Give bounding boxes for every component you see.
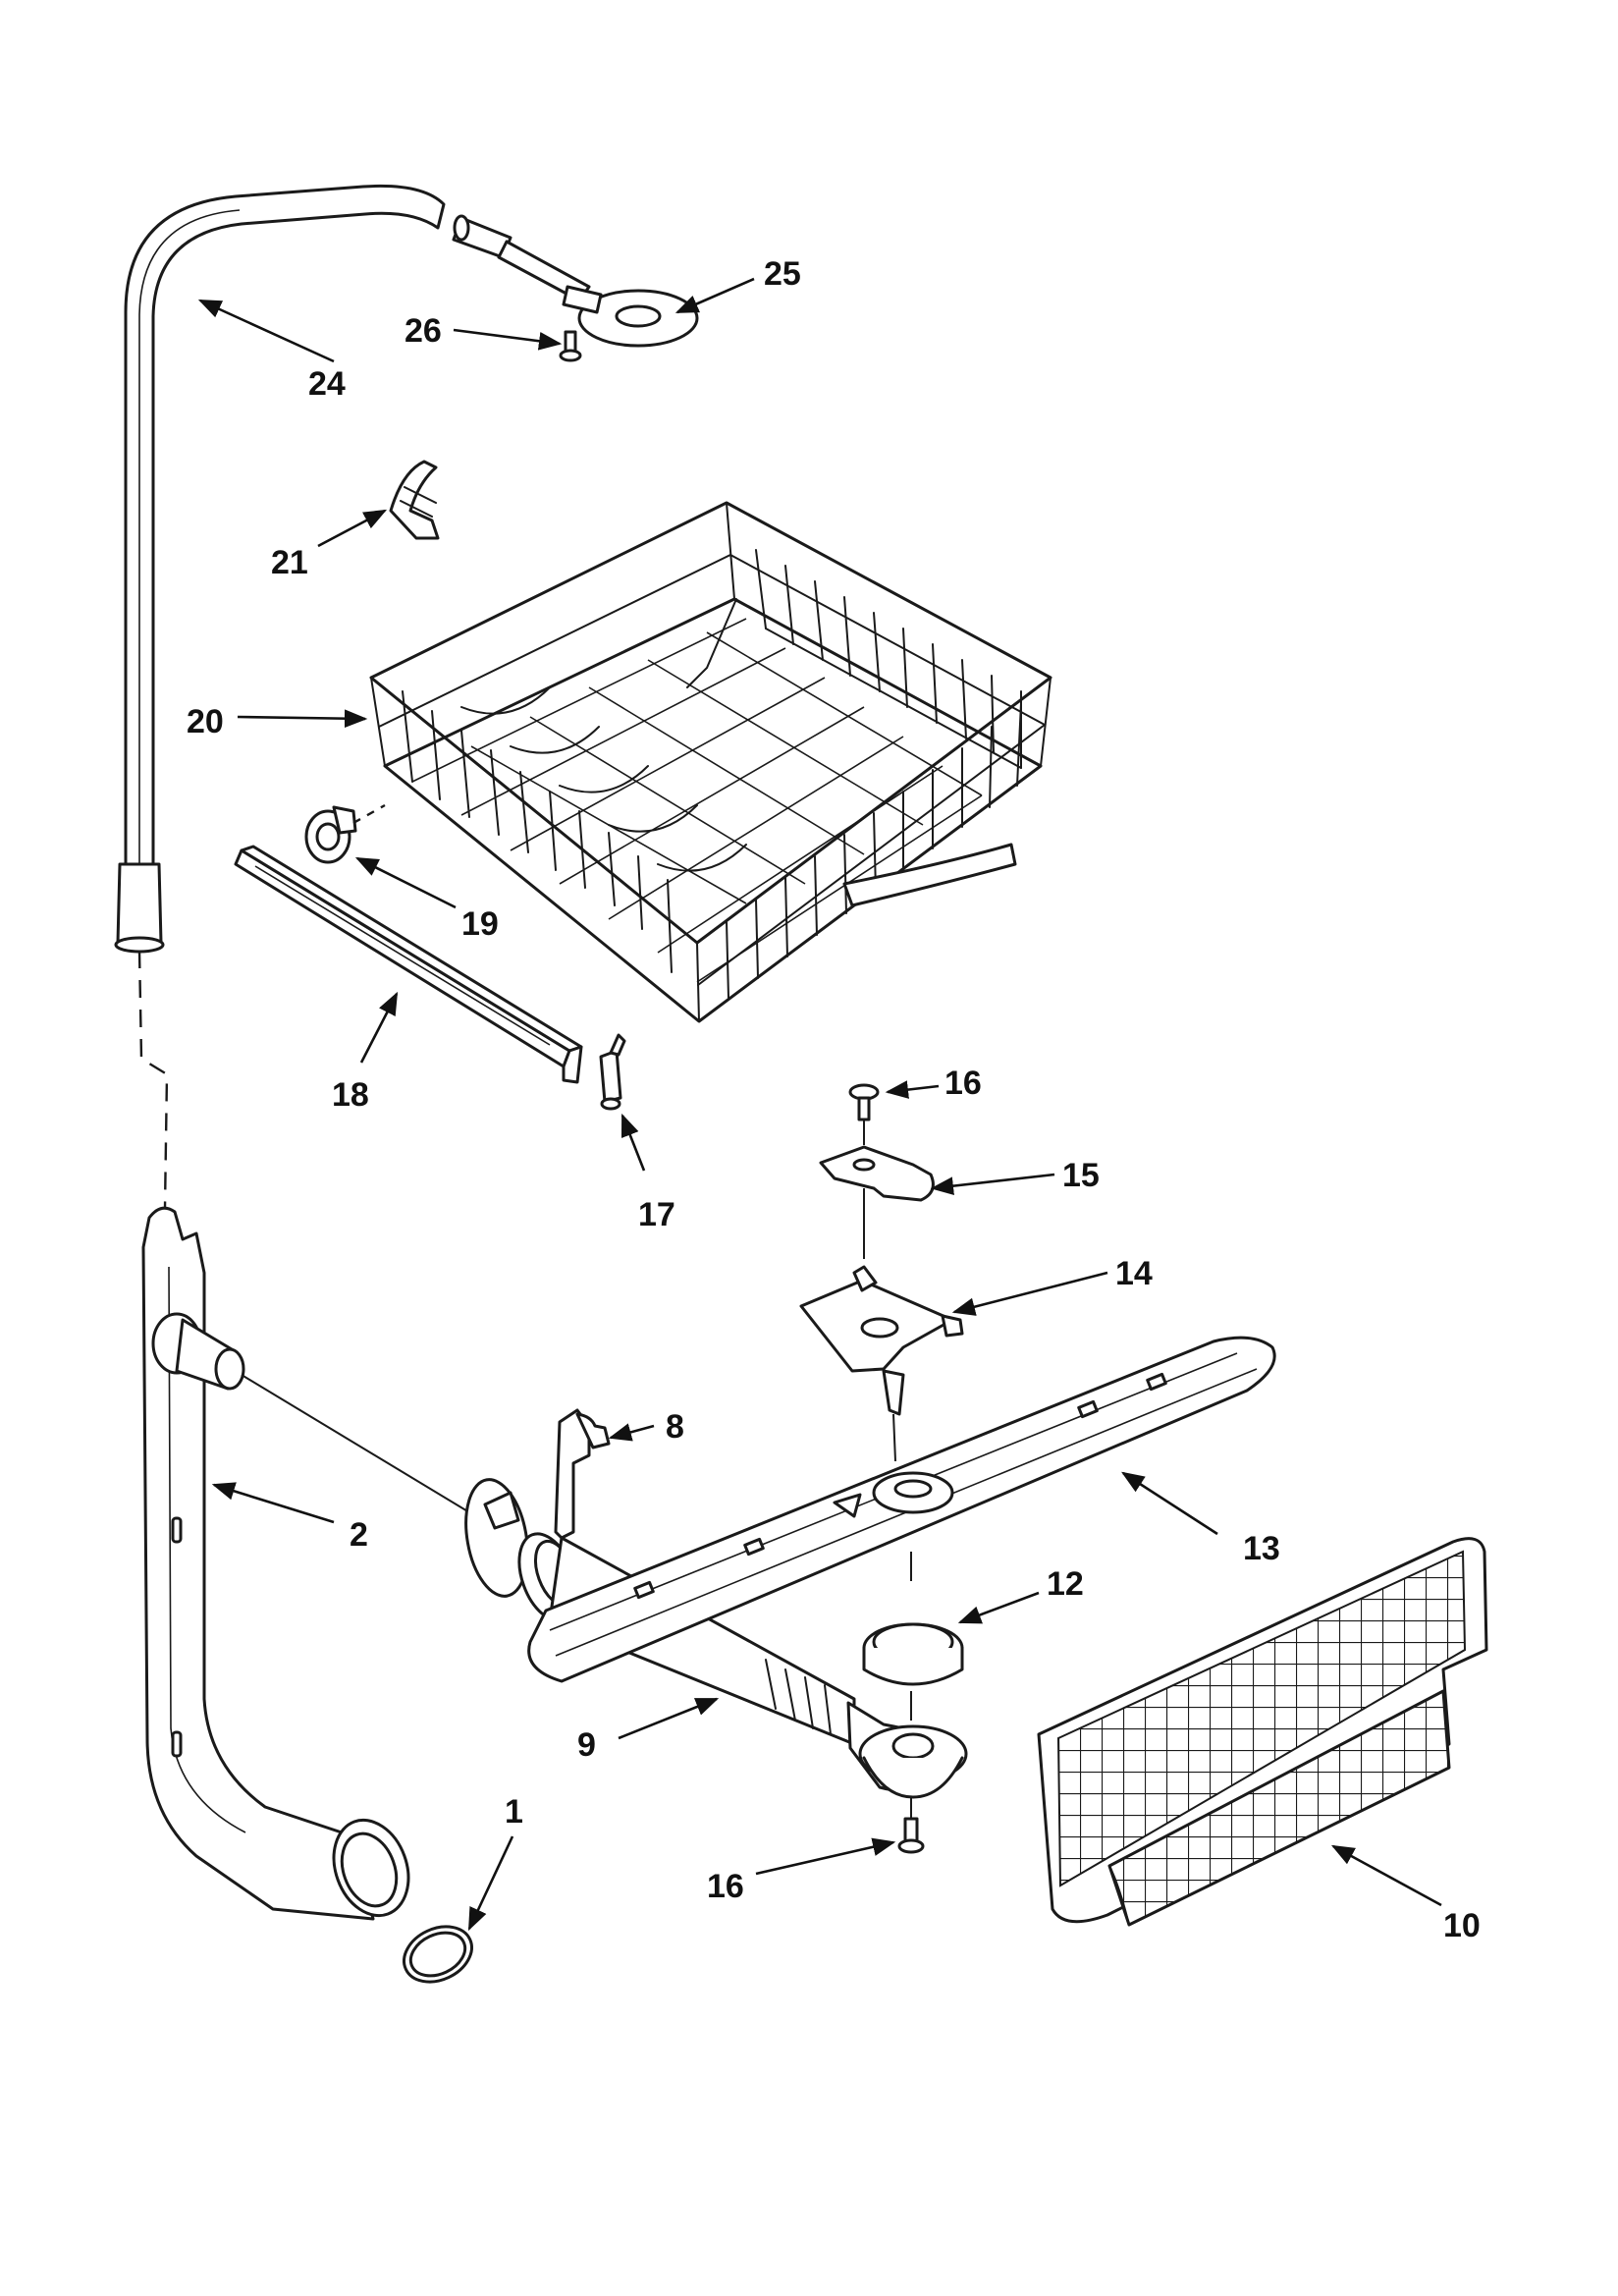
bracket-15-part	[819, 1145, 935, 1259]
callout-17: 17	[638, 1196, 675, 1233]
callout-15: 15	[1062, 1157, 1100, 1194]
screw-16-lower	[897, 1817, 925, 1854]
callout-9: 9	[577, 1726, 596, 1764]
spray-nozzle-part	[497, 240, 699, 348]
callout-26: 26	[404, 312, 442, 350]
callout-16-upper: 16	[944, 1065, 982, 1102]
screw-16-upper	[848, 1083, 880, 1145]
upper-water-tube	[114, 184, 512, 954]
callout-20: 20	[187, 703, 224, 740]
lower-spray-arm	[527, 1336, 1276, 1683]
mount-14-part	[799, 1265, 964, 1462]
screw-26	[559, 330, 582, 362]
callout-21: 21	[271, 544, 308, 581]
callout-19: 19	[461, 905, 499, 943]
callout-13: 13	[1243, 1530, 1280, 1567]
callout-8: 8	[666, 1408, 684, 1446]
clip-part	[389, 460, 440, 540]
callout-16-lower: 16	[707, 1868, 744, 1905]
track-stop-part	[599, 1033, 626, 1111]
connection-line	[241, 1374, 470, 1513]
callout-2: 2	[350, 1516, 368, 1554]
callout-24: 24	[308, 365, 346, 403]
rack-wheel-part	[304, 803, 386, 864]
leader-lines	[197, 277, 1442, 1932]
lower-hub-part	[858, 1691, 968, 1819]
callout-18: 18	[332, 1076, 369, 1114]
connection-dash-line	[137, 950, 169, 1209]
callout-labels: 24 25 26 21 20 19 18 17 16 15 14 8 2 13 …	[187, 255, 1481, 1944]
callout-10: 10	[1443, 1907, 1481, 1944]
callout-1: 1	[505, 1793, 523, 1831]
bracket-part	[554, 1408, 611, 1540]
upper-dish-rack	[369, 501, 1052, 1023]
rack-track-part	[234, 845, 583, 1084]
filter-screen-part	[1037, 1537, 1488, 1927]
o-ring-part	[403, 1925, 473, 1984]
lower-supply-tube	[141, 1206, 410, 1921]
callout-12: 12	[1047, 1565, 1084, 1603]
callout-14: 14	[1115, 1255, 1153, 1292]
seal-ring-part	[862, 1552, 964, 1686]
callout-25: 25	[764, 255, 801, 293]
